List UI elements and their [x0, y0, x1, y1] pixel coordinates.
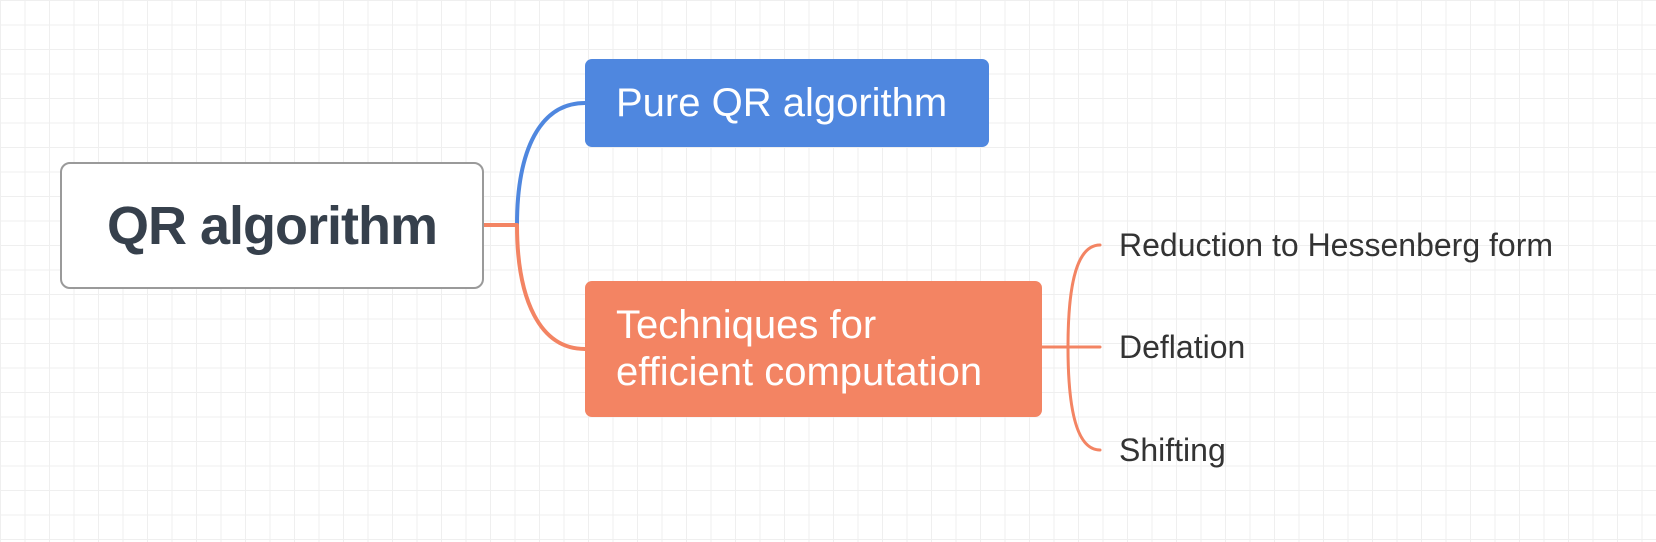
branch-pure-label: Pure QR algorithm — [616, 80, 948, 125]
connector-root-to-pure — [515, 101, 587, 227]
root-label: QR algorithm — [106, 195, 438, 256]
leaf-deflation[interactable]: Deflation — [1119, 329, 1246, 365]
connector-to-reduction — [1066, 243, 1102, 349]
branch-techniques-label-line-1: Techniques for — [616, 303, 877, 347]
branch-techniques-label-line-2: efficient computation — [616, 350, 983, 394]
leaf-reduction-to-hessenberg[interactable]: Reduction to Hessenberg form — [1119, 227, 1553, 263]
connector-to-shifting — [1066, 345, 1102, 452]
branch-techniques[interactable]: Techniques for efficient computation — [585, 281, 1042, 417]
leaf-shifting[interactable]: Shifting — [1119, 432, 1226, 468]
branch-techniques-label: Techniques for efficient computation — [616, 302, 982, 396]
branch-pure-qr-algorithm[interactable]: Pure QR algorithm — [585, 59, 989, 147]
root-node[interactable]: QR algorithm — [60, 162, 484, 289]
connector-root-to-techniques — [515, 223, 587, 351]
